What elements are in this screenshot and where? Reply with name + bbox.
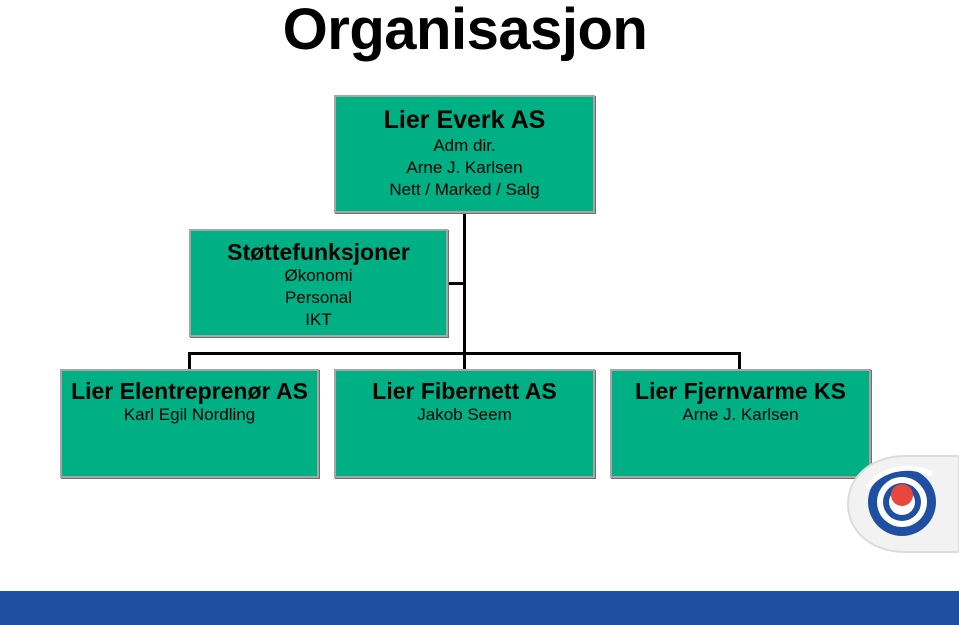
org-box-line: Økonomi (284, 266, 353, 285)
connector-top-vertical (463, 213, 466, 355)
org-box-line: Nett / Marked / Salg (389, 180, 540, 199)
org-box-lier-fibernett: Lier Fibernett AS Jakob Seem (334, 369, 595, 478)
org-box-title: Lier Elentreprenør AS (71, 378, 308, 404)
connector-drop-sub1 (188, 352, 191, 369)
org-box-leader: Jakob Seem (417, 405, 512, 424)
org-box-lier-fjernvarme: Lier Fjernvarme KS Arne J. Karlsen (610, 369, 871, 478)
connector-drop-sub2 (463, 352, 466, 369)
footer-bar (0, 591, 959, 625)
org-box-line: Arne J. Karlsen (406, 158, 523, 177)
org-box-line: Personal (284, 288, 353, 307)
org-box-support-functions: Støttefunksjoner Økonomi Personal IKT (189, 229, 448, 337)
org-box-title: Støttefunksjoner (227, 239, 410, 265)
org-box-line: IKT (305, 310, 332, 329)
org-box-line: Adm dir. (433, 136, 496, 155)
page-title: Organisasjon (282, 0, 648, 62)
org-box-title: Lier Fibernett AS (372, 378, 557, 404)
connector-support-horizontal (448, 282, 464, 285)
company-logo-icon (846, 452, 959, 556)
org-box-lier-elentreprenor: Lier Elentreprenør AS Karl Egil Nordling (60, 369, 319, 478)
connector-drop-sub3 (738, 352, 741, 369)
org-box-leader: Karl Egil Nordling (123, 405, 256, 424)
org-box-lier-everk: Lier Everk AS Adm dir. Arne J. Karlsen N… (334, 95, 595, 213)
org-box-leader: Arne J. Karlsen (682, 405, 799, 424)
org-box-title: Lier Everk AS (383, 106, 546, 134)
org-box-title: Lier Fjernvarme KS (635, 378, 846, 404)
